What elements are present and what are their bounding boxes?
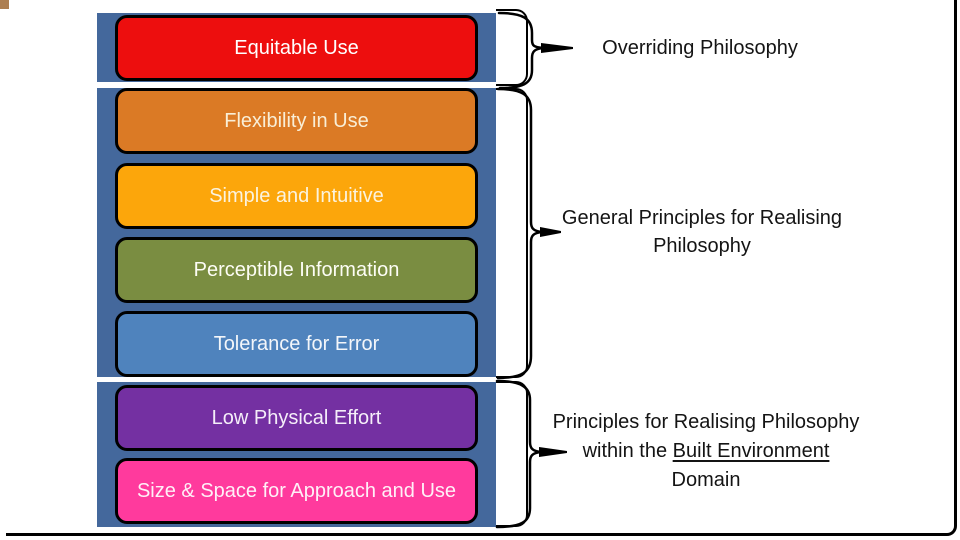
principle-box-low-physical-effort: Low Physical Effort xyxy=(115,385,478,451)
annotation-text: General Principles for Realising xyxy=(561,207,843,229)
group-tab-1 xyxy=(496,9,528,86)
principle-label: Perceptible Information xyxy=(193,259,400,281)
principle-box-perceptible-information: Perceptible Information xyxy=(115,237,478,303)
principle-label: Simple and Intuitive xyxy=(209,185,384,207)
underlined-built-environment: Built Environment xyxy=(672,440,830,462)
group-tab-3 xyxy=(496,381,528,527)
principle-label: Flexibility in Use xyxy=(224,110,369,132)
annotation-general-principles: General Principles for Realising Philoso… xyxy=(542,204,862,260)
annotation-text: within the xyxy=(582,440,673,462)
annotation-text: Philosophy xyxy=(653,235,751,257)
principle-box-simple-and-intuitive: Simple and Intuitive xyxy=(115,163,478,229)
annotation-text: Principles for Realising Philosophy xyxy=(552,411,860,433)
slide-corner-mark xyxy=(0,0,9,9)
group-tab-2 xyxy=(496,88,528,378)
principle-box-size-space-for-approach-and-use: Size & Space for Approach and Use xyxy=(115,458,478,524)
slide-frame-border xyxy=(6,0,957,536)
principle-label: Size & Space for Approach and Use xyxy=(136,480,457,502)
annotation-built-environment: Principles for Realising Philosophy with… xyxy=(530,408,882,495)
annotation-text: Overriding Philosophy xyxy=(602,37,798,59)
principle-box-tolerance-for-error: Tolerance for Error xyxy=(115,311,478,377)
principle-label: Tolerance for Error xyxy=(213,333,380,355)
principle-label: Equitable Use xyxy=(234,37,359,59)
annotation-text: Domain xyxy=(671,469,741,491)
principle-box-equitable-use: Equitable Use xyxy=(115,15,478,81)
annotation-overriding-philosophy: Overriding Philosophy xyxy=(560,36,840,60)
principle-label: Low Physical Effort xyxy=(211,407,382,429)
principle-box-flexibility-in-use: Flexibility in Use xyxy=(115,88,478,154)
